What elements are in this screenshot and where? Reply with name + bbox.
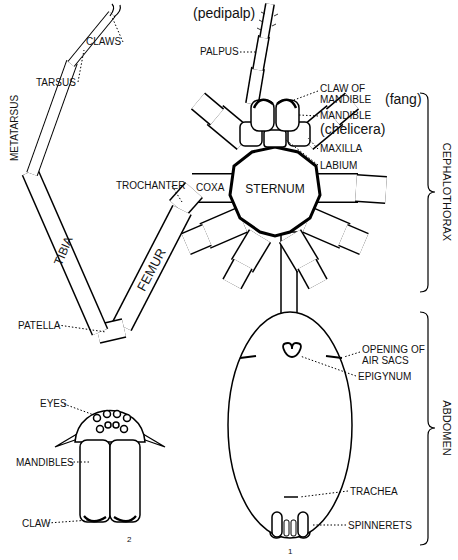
- leader-line: [312, 525, 346, 526]
- leader-line: [58, 325, 106, 332]
- annotation: (fang): [385, 92, 422, 107]
- head-drawing: [97, 426, 104, 433]
- part-label: MANDIBLES: [16, 457, 74, 468]
- abdomen-drawing: [284, 496, 298, 498]
- palpus-drawing: [258, 36, 264, 70]
- palpus-drawing: [252, 68, 258, 104]
- part-label: MAXILLA: [320, 143, 362, 154]
- part-label: METATARSUS: [9, 95, 20, 161]
- part-label: STERNUM: [245, 183, 304, 196]
- leader-line: [240, 52, 257, 53]
- leg-drawing: [110, 4, 120, 17]
- figure-number: 2: [127, 536, 131, 545]
- mouth-parts: [254, 100, 273, 108]
- leader-line: [48, 17, 360, 525]
- head-drawing: [104, 411, 111, 418]
- head-drawing: [114, 411, 121, 418]
- leg-drawing: [30, 172, 100, 332]
- abdomen-drawing: [298, 512, 308, 537]
- bracket: [420, 93, 435, 292]
- head-drawing: [113, 422, 119, 428]
- bracket: [420, 93, 435, 545]
- palpus-drawing: [264, 4, 270, 38]
- abdomen-drawing: [284, 520, 289, 536]
- mouth-parts: [264, 130, 286, 147]
- part-label: CLAW: [22, 518, 51, 529]
- annotation: (chelicera): [320, 122, 385, 137]
- head-drawing: [121, 426, 128, 433]
- part-label: MANDIBLE: [320, 110, 371, 121]
- leg-drawing: [30, 4, 194, 334]
- leader-line: [300, 491, 348, 497]
- head-drawing: [124, 415, 131, 422]
- head-drawing: [80, 440, 110, 522]
- palpus-drawing: [252, 68, 258, 104]
- part-label: PALPUS: [200, 46, 239, 57]
- region-label: ABDOMEN: [441, 400, 453, 456]
- head-drawing: [110, 440, 140, 522]
- part-label: EPIGYNUM: [358, 371, 411, 382]
- leader-line: [286, 140, 318, 165]
- head-drawing: [75, 411, 145, 443]
- palpus-drawing: [258, 36, 264, 70]
- abdomen-drawing: [326, 356, 342, 358]
- leg-drawing: [30, 172, 100, 332]
- part-label: EYES: [40, 398, 67, 409]
- abdomen-drawing: [272, 512, 282, 537]
- leader-line: [344, 352, 360, 357]
- leader-line: [308, 138, 318, 149]
- part-label: SPINNERETS: [348, 520, 412, 531]
- part-label: COXA: [196, 182, 224, 193]
- abdomen-drawing: [240, 356, 256, 358]
- palpus-drawing: [257, 12, 278, 30]
- palpus-drawing: [252, 4, 278, 104]
- leader-line: [294, 91, 318, 100]
- mouth-parts: [276, 100, 299, 131]
- leader-line: [48, 520, 90, 523]
- leg-drawing: [122, 210, 182, 326]
- palpus-drawing: [264, 4, 270, 38]
- part-label: OPENING OF AIR SACS: [362, 344, 428, 366]
- leader-line: [78, 50, 84, 82]
- leader-line: [300, 356, 356, 376]
- part-label: TROCHANTER: [116, 180, 185, 191]
- part-label: LABIUM: [320, 160, 357, 171]
- mouth-parts: [251, 100, 274, 131]
- part-label: CLAW OF MANDIBLE: [320, 83, 382, 105]
- head-drawing: [105, 422, 111, 428]
- figure-number: 1: [288, 548, 292, 557]
- abdomen-drawing: [228, 312, 352, 538]
- head-drawing: [94, 415, 101, 422]
- abdomen-drawing: [283, 343, 301, 357]
- sternum-outline: [230, 147, 320, 236]
- head-drawing: [114, 516, 136, 521]
- abdomen-drawing: [228, 312, 352, 538]
- part-label: CLAWS: [86, 36, 121, 47]
- spider-illustration: [356, 188, 386, 190]
- leader-line: [299, 115, 318, 116]
- leader-line: [64, 404, 94, 415]
- annotation: (pedipalp): [193, 6, 255, 21]
- leg-drawing: [122, 210, 182, 326]
- region-label: CEPHALOTHORAX: [441, 143, 453, 241]
- part-label: PATELLA: [18, 320, 60, 331]
- part-label: TRACHEA: [350, 486, 398, 497]
- part-label: TARSUS: [36, 77, 76, 88]
- mouth-parts: [240, 100, 310, 147]
- abdomen-drawing: [291, 520, 296, 536]
- mouth-parts: [277, 100, 296, 108]
